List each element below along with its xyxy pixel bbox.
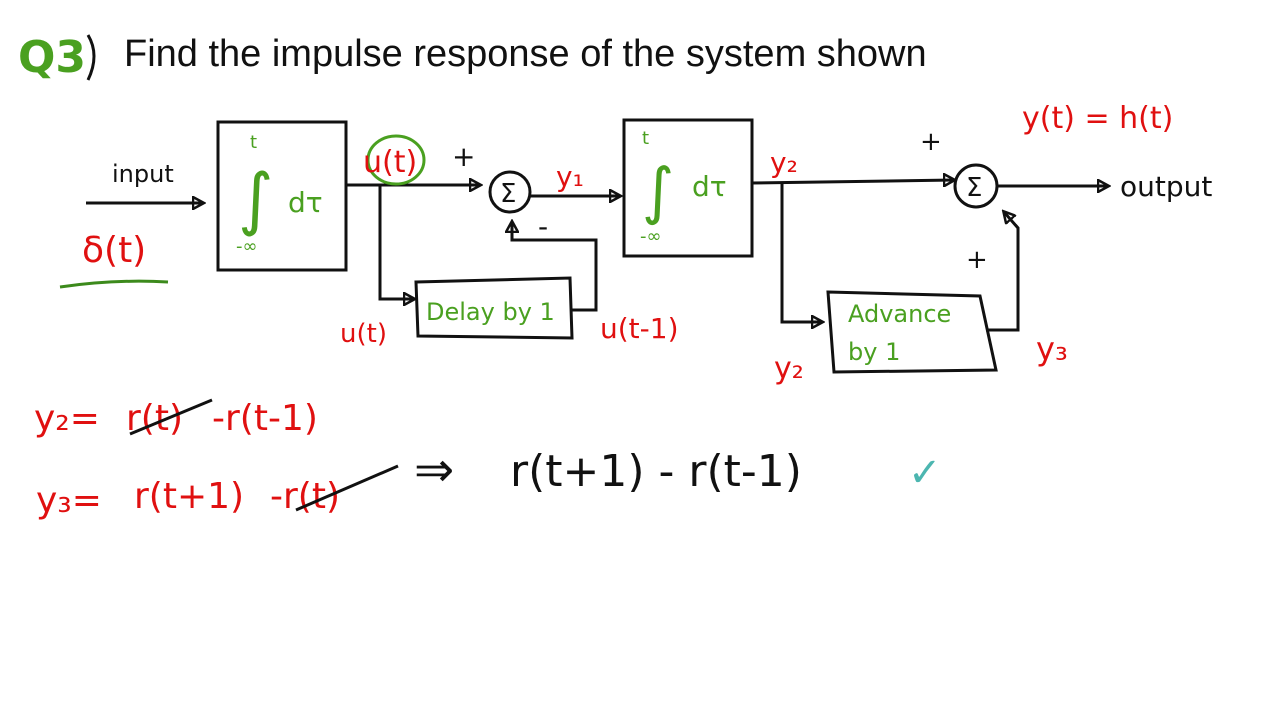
wire-int2-sum2	[751, 180, 954, 183]
delay-block-label: Delay by 1	[426, 298, 555, 326]
eq2-first-term: r(t+1)	[134, 476, 244, 517]
eq1-lhs: y₂=	[34, 398, 100, 439]
advance-block	[826, 290, 998, 374]
advance-output-label: y₃	[1036, 330, 1068, 368]
eq2-lhs: y₃=	[36, 480, 102, 521]
wire-to-advance	[780, 184, 822, 322]
integrator-1-integrand: dτ	[288, 186, 323, 219]
delay-output-label: u(t-1)	[600, 312, 679, 345]
advance-input-label: y₂	[774, 351, 804, 386]
delay-input-label: u(t)	[340, 319, 387, 349]
integral-sign-2: ∫	[642, 154, 674, 227]
sum1-plus: +	[452, 140, 475, 173]
wire-to-delay	[378, 185, 414, 299]
sum1-minus: -	[538, 210, 548, 243]
delay-block	[414, 276, 574, 340]
integrator-2-upper: t	[642, 128, 649, 149]
summer-1-symbol: Σ	[500, 179, 516, 209]
u-t-label: u(t)	[363, 145, 417, 180]
y1-label: y₁	[556, 160, 584, 193]
eq2-strike	[295, 464, 399, 512]
implies-arrow: ⇒	[414, 442, 454, 498]
check-mark-icon: ✓	[908, 450, 942, 496]
question-number: Q3	[18, 32, 86, 83]
u-t-circle	[366, 134, 426, 186]
eq1-strike	[129, 398, 213, 436]
integrator-2-lower: -∞	[640, 226, 662, 247]
question-paren	[86, 34, 96, 81]
integrator-2-integrand: dτ	[692, 170, 727, 203]
integrator-1-lower: -∞	[236, 236, 258, 257]
input-underline	[59, 279, 169, 289]
integrator-1-upper: t	[250, 132, 257, 153]
question-title: Find the impulse response of the system …	[124, 33, 927, 75]
eq1-rest: -r(t-1)	[212, 398, 318, 439]
wire-advance-to-sum2	[986, 212, 1020, 332]
summer-2-symbol: Σ	[966, 173, 982, 203]
output-equation: y(t) = h(t)	[1022, 101, 1173, 136]
input-signal: δ(t)	[82, 230, 146, 271]
integral-sign-1: ∫	[238, 160, 273, 239]
sum2-plus-top: +	[920, 127, 942, 157]
integrator-block-1	[216, 120, 348, 272]
sum2-plus-bottom: +	[966, 245, 988, 275]
wire-delay-to-sum1	[512, 222, 598, 312]
output-label: output	[1120, 170, 1212, 203]
y2-top-label: y₂	[770, 146, 798, 179]
result-expression: r(t+1) - r(t-1)	[510, 446, 802, 497]
advance-block-line1: Advance	[848, 300, 951, 328]
integrator-block-2	[622, 118, 754, 258]
input-label: input	[112, 160, 174, 188]
summer-1	[488, 170, 532, 214]
advance-block-line2: by 1	[848, 338, 900, 366]
